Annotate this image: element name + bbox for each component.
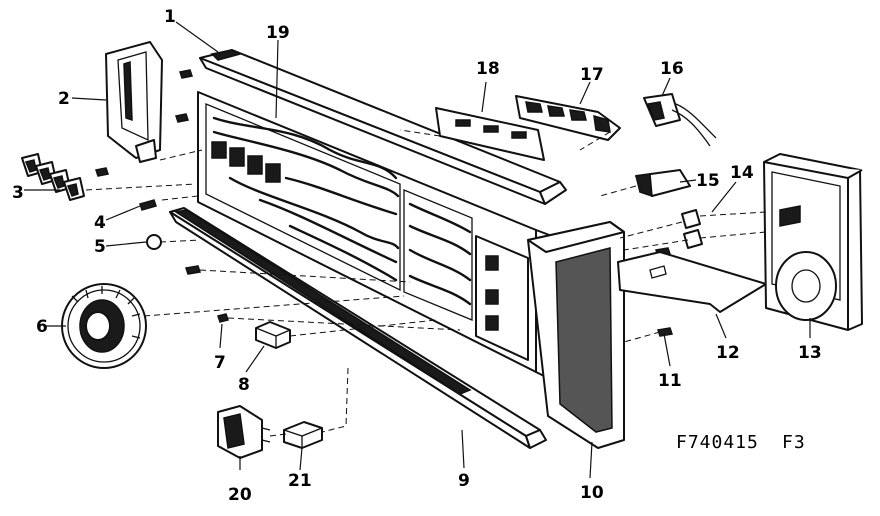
part-15-switch [635,169,691,198]
part-9-bottom-trim [169,207,547,449]
label-5: 5 [94,237,106,257]
part-3-pushbuttons [21,153,85,201]
label-16: 16 [660,59,684,79]
part-10-filter-panel [527,221,625,449]
part-21-capacitor [283,421,323,449]
part-17-switch-bank [515,95,621,141]
part-6-control-knob [61,283,147,369]
label-9: 9 [458,471,470,491]
label-19: 19 [266,23,290,43]
label-13: 13 [798,343,822,363]
label-18: 18 [476,59,500,79]
part-5-plug [146,234,162,250]
part-8-block [255,321,291,349]
part-18-mounting-bracket [435,107,545,161]
label-6: 6 [36,317,48,337]
label-4: 4 [94,213,106,233]
part-20-rocker-switch [217,405,271,459]
label-20: 20 [228,485,252,505]
sheet-code: F3 [782,432,806,453]
assembly-lines [85,129,767,437]
label-12: 12 [716,343,740,363]
label-2: 2 [58,89,70,109]
leader-lines [24,21,811,479]
label-15: 15 [696,171,720,191]
label-14: 14 [730,163,754,183]
part-13-timer-assembly [763,153,863,331]
label-11: 11 [658,371,682,391]
part-12-plate [617,251,767,313]
label-1: 1 [164,7,176,27]
part-2-bracket [105,41,163,163]
part-14-bushings [681,209,703,249]
label-17: 17 [580,65,604,85]
label-3: 3 [12,183,24,203]
label-21: 21 [288,471,312,491]
part-1-top-trim [199,49,567,205]
label-10: 10 [580,483,604,503]
diagram-code: F740415 [676,432,759,453]
label-8: 8 [238,375,250,395]
label-7: 7 [214,353,226,373]
part-16-connector [643,93,717,147]
